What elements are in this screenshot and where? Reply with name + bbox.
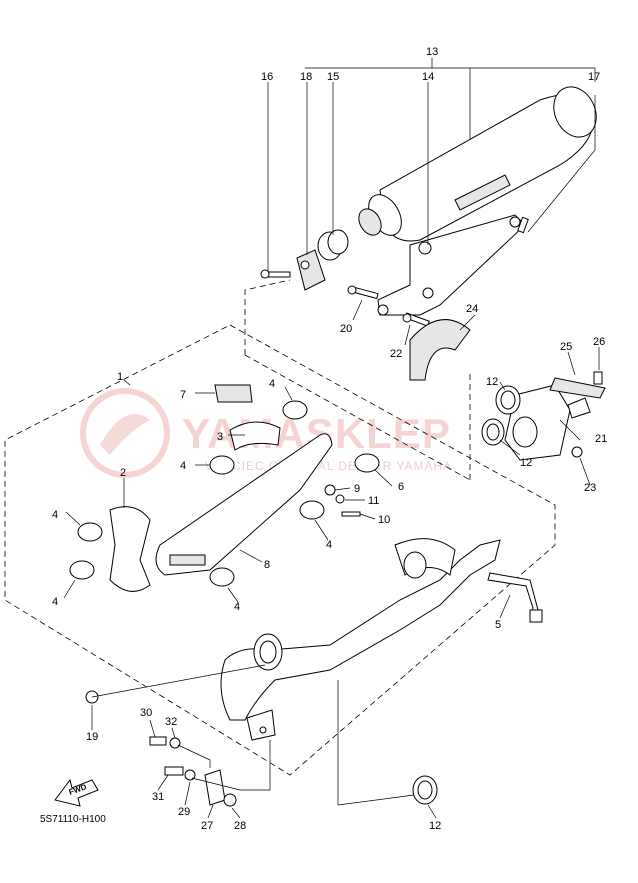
collar-9	[324, 484, 336, 496]
callout-4d: 4	[52, 596, 58, 608]
clamp-6	[354, 453, 380, 473]
callout-16: 16	[261, 71, 273, 83]
callout-3: 3	[217, 431, 223, 443]
callout-12b: 12	[520, 457, 532, 469]
collar-29	[184, 769, 196, 781]
bolt-17	[517, 216, 529, 234]
callout-4c: 4	[52, 509, 58, 521]
callout-10: 10	[378, 514, 390, 526]
callout-2: 2	[120, 467, 126, 479]
clamp-4e	[299, 500, 325, 520]
clamp-4a	[282, 400, 308, 420]
bracket-27	[204, 769, 226, 806]
muffler-assembly	[260, 86, 597, 381]
callout-14: 14	[422, 71, 434, 83]
muffler-link-boundary	[244, 279, 291, 355]
callout-23: 23	[584, 482, 596, 494]
bracket-7	[214, 384, 253, 403]
clamp-4d	[69, 560, 95, 580]
clamp-4c	[77, 522, 103, 542]
callout-9: 9	[354, 483, 360, 495]
leader-lines	[63, 58, 600, 819]
callout-32: 32	[165, 716, 177, 728]
bracket-25	[549, 377, 606, 399]
callout-5: 5	[495, 619, 501, 631]
fwd-arrow: FWD	[54, 778, 99, 807]
bush-28	[223, 793, 237, 807]
callout-30: 30	[140, 707, 152, 719]
bolt-26	[593, 371, 603, 385]
callout-12a: 12	[486, 376, 498, 388]
callout-25: 25	[560, 341, 572, 353]
exhaust-joint	[481, 371, 606, 461]
nut-23	[571, 446, 583, 458]
bolt-31	[164, 766, 184, 776]
assembly-boundary	[4, 324, 556, 776]
bolt-10	[341, 511, 361, 517]
washer-32	[169, 737, 181, 749]
callout-31: 31	[152, 791, 164, 803]
callout-4f: 4	[234, 601, 240, 613]
callout-13: 13	[426, 46, 438, 58]
callout-26: 26	[593, 336, 605, 348]
callout-15: 15	[327, 71, 339, 83]
exhaust-pipe	[220, 538, 543, 741]
washer-11	[335, 494, 345, 504]
callout-1: 1	[117, 371, 123, 383]
callout-8: 8	[264, 559, 270, 571]
pipe-mount	[246, 709, 276, 741]
protector-3	[229, 421, 281, 451]
callout-20: 20	[340, 323, 352, 335]
heat-protectors	[69, 384, 380, 592]
callout-4e: 4	[326, 539, 332, 551]
diagram-code: 5S71110-H100	[40, 814, 106, 825]
protector-2	[109, 506, 151, 592]
callout-17: 17	[588, 71, 600, 83]
lower-hardware	[85, 690, 438, 807]
exhaust-pipe-front	[220, 539, 501, 721]
clamp-4b	[209, 455, 235, 475]
watermark-tagline: VOLCIEC ORIGINAL DEALER YAMAHA	[205, 459, 452, 473]
callout-28: 28	[234, 820, 246, 832]
callout-4b: 4	[180, 460, 186, 472]
muffler-clamp	[296, 249, 326, 291]
heat-cover-24	[409, 319, 471, 381]
callout-6: 6	[398, 481, 404, 493]
callout-29: 29	[178, 806, 190, 818]
callout-27: 27	[201, 820, 213, 832]
callout-4a: 4	[269, 378, 275, 390]
callout-21: 21	[595, 433, 607, 445]
callout-19: 19	[86, 731, 98, 743]
callout-11: 11	[368, 495, 379, 507]
callout-24: 24	[466, 303, 478, 315]
clamp-4f	[209, 567, 235, 587]
callout-18: 18	[300, 71, 312, 83]
callouts: 13 16 18 15 14 17 20 24 22 25 26 12 21 1…	[52, 46, 607, 832]
callout-7: 7	[180, 389, 186, 401]
bolt-30	[149, 736, 167, 746]
callout-22: 22	[390, 348, 402, 360]
callout-12c: 12	[429, 820, 441, 832]
protector-8	[155, 433, 333, 576]
